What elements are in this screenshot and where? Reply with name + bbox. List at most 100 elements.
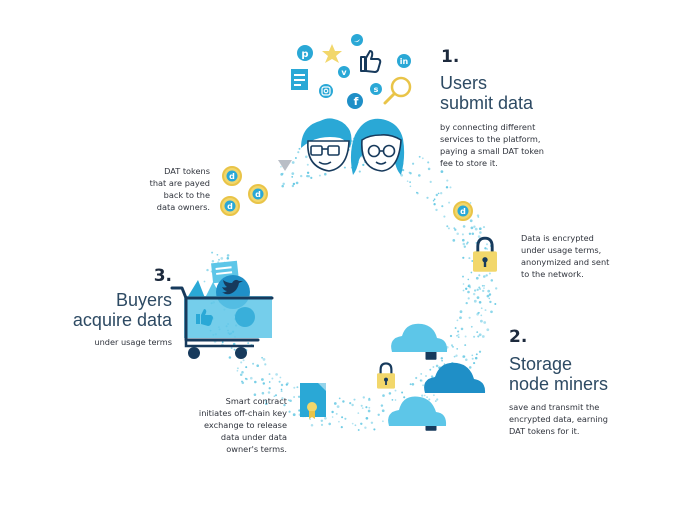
path-dot bbox=[362, 396, 365, 399]
encryption-note-line: under usage terms, bbox=[521, 245, 602, 255]
path-dot bbox=[318, 174, 321, 177]
path-dot bbox=[426, 396, 428, 398]
path-dot bbox=[271, 377, 274, 380]
path-dot bbox=[324, 172, 327, 176]
path-dot bbox=[470, 325, 473, 328]
path-dot bbox=[474, 227, 478, 231]
path-dot bbox=[297, 395, 301, 398]
path-dot bbox=[476, 214, 480, 217]
path-dot bbox=[338, 420, 340, 423]
path-dot bbox=[477, 235, 481, 238]
encryption-note-line: anonymized and sent bbox=[521, 257, 610, 267]
path-dot bbox=[292, 413, 296, 417]
path-dot bbox=[473, 289, 477, 292]
path-dot bbox=[483, 284, 486, 287]
path-dot bbox=[409, 185, 412, 188]
path-dot bbox=[406, 180, 409, 183]
step-2-desc-line: save and transmit the bbox=[509, 402, 600, 412]
path-dot bbox=[353, 398, 356, 401]
step-3-number: 3. bbox=[153, 266, 172, 286]
path-dot bbox=[436, 398, 439, 401]
pinterest-icon: p bbox=[297, 45, 313, 61]
path-dot bbox=[358, 170, 361, 173]
path-dot bbox=[489, 300, 492, 304]
path-dot bbox=[482, 226, 486, 229]
path-dot bbox=[409, 181, 411, 184]
path-dot bbox=[456, 348, 459, 350]
path-dot bbox=[280, 390, 283, 393]
path-dot bbox=[268, 373, 271, 376]
path-dot bbox=[440, 357, 444, 360]
path-dot bbox=[423, 394, 426, 397]
path-dot bbox=[291, 161, 295, 164]
path-dot bbox=[471, 260, 474, 262]
path-dot bbox=[218, 258, 220, 261]
path-dot bbox=[483, 321, 487, 324]
step-1-desc-line: paying a small DAT token bbox=[440, 146, 544, 156]
path-dot bbox=[432, 366, 435, 368]
path-dot bbox=[297, 151, 300, 154]
path-dot bbox=[226, 257, 230, 260]
path-dot bbox=[388, 392, 392, 395]
path-dot bbox=[479, 288, 482, 290]
path-dot bbox=[354, 424, 357, 427]
path-dot bbox=[475, 276, 479, 280]
path-dot bbox=[293, 396, 296, 398]
step-3-title: Buyers acquire data bbox=[52, 290, 172, 330]
path-dot bbox=[453, 227, 456, 230]
path-dot bbox=[460, 327, 464, 331]
svg-text:in: in bbox=[400, 57, 409, 66]
path-dot bbox=[485, 274, 488, 277]
path-dot bbox=[468, 232, 472, 235]
path-dot bbox=[478, 227, 482, 231]
social-icons-cluster: p in v bbox=[291, 34, 412, 109]
path-dot bbox=[467, 278, 470, 281]
path-dot bbox=[342, 400, 345, 403]
skype-icon: s bbox=[370, 83, 382, 95]
path-dot bbox=[483, 275, 486, 278]
path-dot bbox=[370, 421, 374, 425]
path-dot bbox=[373, 428, 376, 431]
path-dot bbox=[411, 383, 415, 386]
step-1-description: by connecting different services to the … bbox=[440, 121, 600, 169]
path-dot bbox=[455, 354, 458, 357]
step-1-title-line2: submit data bbox=[440, 93, 534, 113]
step-1-desc-line: fee to store it. bbox=[440, 158, 498, 168]
path-dot bbox=[289, 399, 292, 403]
shopping-cart-icon bbox=[170, 260, 274, 359]
path-dot bbox=[483, 287, 485, 289]
path-dot bbox=[469, 219, 473, 223]
path-dot bbox=[425, 375, 427, 377]
coin-icon: d bbox=[220, 196, 240, 216]
path-dot bbox=[443, 215, 446, 218]
path-dot bbox=[287, 399, 290, 401]
step-3-description: under usage terms bbox=[52, 336, 172, 348]
step-3-title-line1: Buyers bbox=[115, 290, 172, 310]
path-dot bbox=[473, 225, 476, 228]
twitter-icon bbox=[351, 34, 363, 46]
path-dot bbox=[452, 239, 456, 242]
path-dot bbox=[242, 359, 245, 362]
path-dot bbox=[280, 388, 283, 391]
path-dot bbox=[293, 386, 296, 389]
path-dot bbox=[239, 373, 243, 377]
path-dot bbox=[417, 174, 421, 177]
path-dot bbox=[422, 384, 425, 387]
contract-icon bbox=[300, 383, 326, 419]
step-2-description: save and transmit the encrypted data, ea… bbox=[509, 401, 669, 437]
path-dot bbox=[480, 314, 483, 317]
cloud-icon bbox=[388, 396, 447, 426]
path-dot bbox=[435, 208, 438, 212]
tokens-back-note-line: back to the bbox=[163, 190, 210, 200]
path-dot bbox=[324, 416, 327, 420]
path-dot bbox=[240, 361, 243, 364]
male-user-icon bbox=[301, 118, 352, 172]
path-dot bbox=[467, 290, 470, 294]
path-dot bbox=[481, 284, 484, 287]
svg-text:f: f bbox=[354, 95, 359, 108]
path-dot bbox=[480, 319, 483, 323]
magnifier-icon bbox=[383, 76, 412, 105]
path-dot bbox=[482, 289, 485, 293]
path-dot bbox=[382, 420, 384, 423]
